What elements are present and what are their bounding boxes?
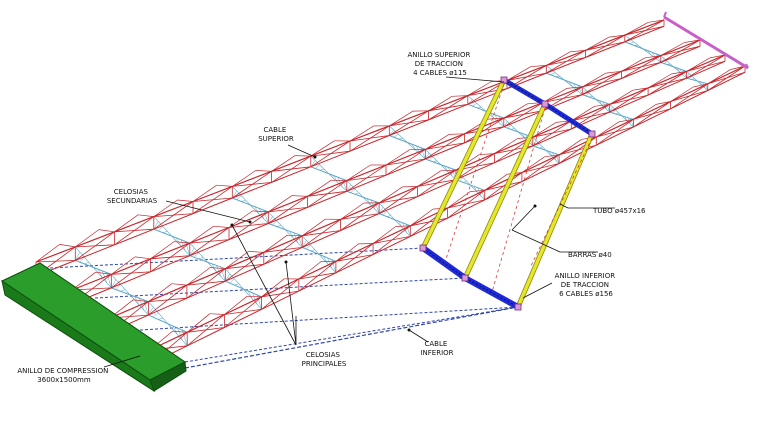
lower-tension-ring <box>421 245 520 310</box>
lower-cable-net <box>49 247 519 369</box>
tension-bars <box>444 83 593 293</box>
leader-dots <box>230 155 537 332</box>
label-lower-cable: CABLE INFERIOR <box>420 340 453 357</box>
label-secondary-trusses: CELOSIAS SECUNDARIAS <box>107 188 158 205</box>
label-lower-ring: ANILLO INFERIOR DE TRACCION 6 CABLES ø15… <box>555 272 618 298</box>
label-upper-cable: CABLE SUPERIOR <box>258 126 294 143</box>
label-tube: TUBO ø457x16 <box>592 207 646 215</box>
label-upper-ring: ANILLO SUPERIOR DE TRACCION 4 CABLES ø11… <box>407 51 472 77</box>
label-compression-ring: ANILLO DE COMPRESSION 3600x1500mm <box>17 367 110 384</box>
label-main-trusses: CELOSIAS PRINCIPALES <box>302 351 347 368</box>
end-cap <box>663 11 749 70</box>
secondary-trusses <box>75 34 709 346</box>
ring-nodes <box>419 76 596 311</box>
label-bars: BARRAS ø40 <box>568 251 612 259</box>
leader-lines <box>103 76 615 368</box>
tension-tubes <box>420 78 595 308</box>
